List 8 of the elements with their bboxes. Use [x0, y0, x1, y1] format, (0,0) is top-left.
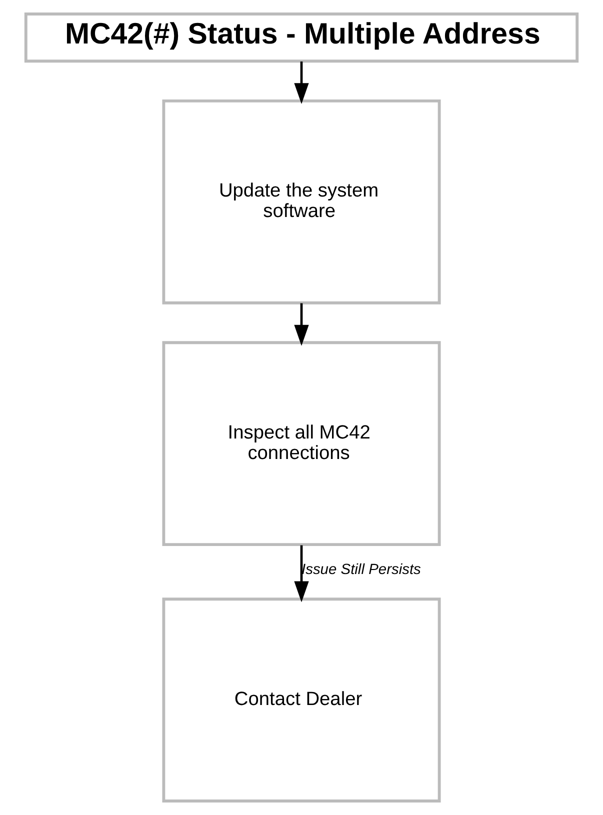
edge-label: Issue Still Persists: [302, 562, 421, 578]
node-box: MC42(#) Status - Multiple Address: [24, 12, 579, 63]
node-box: Contact Dealer: [162, 598, 441, 802]
arrow: [294, 545, 309, 602]
node-box: Update the system software: [162, 99, 441, 304]
arrow: [294, 62, 309, 104]
node-box: Inspect all MC42 connections: [162, 341, 441, 546]
arrow: [294, 303, 309, 346]
